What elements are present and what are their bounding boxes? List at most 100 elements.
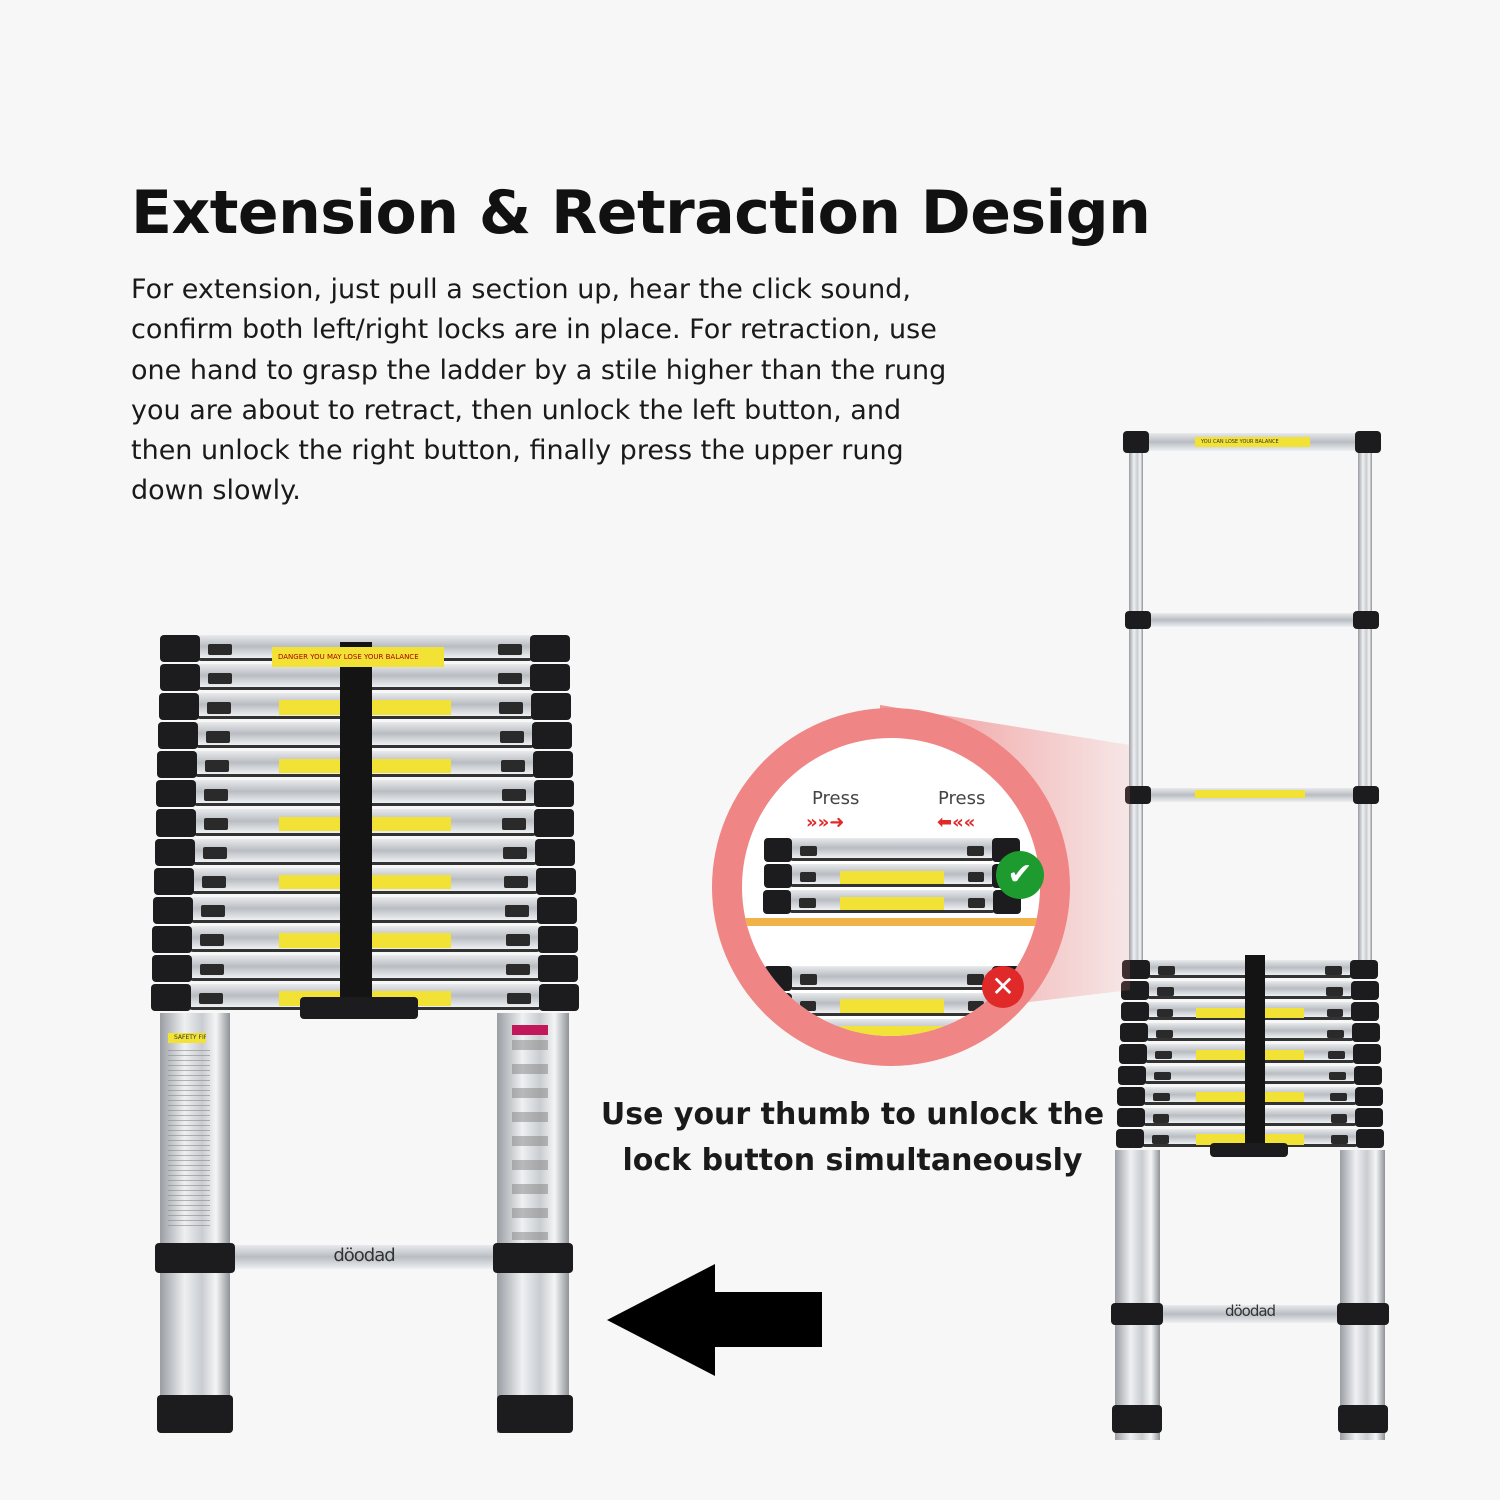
lock-button xyxy=(201,905,226,918)
lock-button xyxy=(1330,1114,1348,1123)
brand-logo: döodad xyxy=(1224,1302,1276,1320)
lock-button xyxy=(798,1027,816,1036)
lock-button xyxy=(968,897,986,909)
lock-button xyxy=(1153,1093,1171,1102)
rung-cap-right xyxy=(1350,981,1379,1001)
lock-button xyxy=(1151,1135,1169,1144)
lock-button xyxy=(506,963,531,976)
rung-cap-left xyxy=(155,809,196,837)
rung-cap-left xyxy=(764,838,793,862)
rung-cap-right xyxy=(1349,960,1378,980)
top-rung-label: YOU CAN LOSE YOUR BALANCE xyxy=(1195,437,1310,447)
strap xyxy=(340,642,372,1012)
bottom-rung xyxy=(1163,1305,1337,1323)
caption-text: Use your thumb to unlock the lock button… xyxy=(600,1097,1105,1178)
lock-button xyxy=(1327,1029,1345,1039)
lock-button xyxy=(502,818,527,830)
lock-button xyxy=(200,934,225,947)
right-stile xyxy=(1340,1150,1385,1440)
rung-cap-left xyxy=(763,864,792,888)
lock-button xyxy=(967,1000,985,1012)
foot-left xyxy=(1112,1405,1162,1433)
arrow-left-icon xyxy=(607,1264,822,1376)
rung-cap-left xyxy=(158,693,199,721)
foot-right xyxy=(497,1395,573,1433)
rung-cap-left xyxy=(153,896,194,924)
rung-label xyxy=(840,1026,944,1036)
lock-button xyxy=(497,643,522,656)
leg-band-left xyxy=(155,1243,235,1273)
rung-cap-right xyxy=(993,1019,1022,1036)
foot-left xyxy=(157,1395,233,1433)
lock-button xyxy=(205,760,230,772)
lock-button xyxy=(198,992,223,1005)
rung-label xyxy=(840,999,944,1013)
rung-cap-left xyxy=(156,780,197,808)
lock-button xyxy=(800,974,818,985)
lock-button xyxy=(1331,1135,1349,1144)
ladder-closeup-wrong xyxy=(762,966,1022,1036)
lock-button xyxy=(500,730,524,743)
rung-cap-right xyxy=(534,809,575,837)
rung-cap-right xyxy=(1354,1086,1383,1106)
rung-cap-right xyxy=(539,983,580,1011)
top-warning-label: DANGER YOU MAY LOSE YOUR BALANCE xyxy=(272,647,444,667)
strap-buckle xyxy=(300,997,418,1019)
rung-cap-left xyxy=(1118,1065,1147,1085)
usage-pictograms xyxy=(512,1040,548,1240)
lock-button xyxy=(507,992,532,1005)
rung-cap-left xyxy=(1117,1086,1146,1106)
left-stile xyxy=(1115,1150,1160,1440)
top-cap-left xyxy=(1123,431,1149,453)
page-title: Extension & Retraction Design xyxy=(131,178,1151,248)
lock-button xyxy=(1325,966,1342,975)
rung-cap-left xyxy=(763,992,792,1018)
lock-button xyxy=(202,876,226,888)
rung-cap-left xyxy=(762,890,791,914)
leg-band-right xyxy=(493,1243,573,1273)
press-label-left: Press xyxy=(812,788,860,809)
rung-cap-right xyxy=(1352,1023,1381,1043)
lock-button xyxy=(1158,966,1175,975)
rung-cap-left xyxy=(154,838,195,866)
rung-cap-right xyxy=(1351,1002,1380,1022)
description-text: For extension, just pull a section up, h… xyxy=(131,274,947,507)
rung-cap-left xyxy=(150,983,191,1011)
lock-button xyxy=(800,845,818,857)
lock-button xyxy=(799,871,817,883)
arrow-right-icon: »»➜ xyxy=(806,812,845,833)
rung-cap-right xyxy=(532,751,573,779)
lock-button xyxy=(199,963,224,976)
lock-button xyxy=(207,672,232,685)
lock-button xyxy=(1152,1114,1170,1123)
lock-button xyxy=(204,789,229,801)
press-label-right: Press xyxy=(938,788,986,809)
rung-cap-left xyxy=(1119,1023,1148,1043)
rung-cap-right xyxy=(535,838,576,866)
lock-button xyxy=(206,701,231,714)
lock-button xyxy=(966,974,984,985)
lock-button xyxy=(1325,987,1343,996)
rung-cap-left xyxy=(762,1019,791,1036)
safety-label: SAFETY FIRST xyxy=(168,1033,206,1043)
lock-button xyxy=(798,897,816,909)
collapsed-ladder: DANGER YOU MAY LOSE YOUR BALANCE SAFETY … xyxy=(150,635,580,1445)
rung-cap-left xyxy=(151,954,192,982)
rung-cap-left xyxy=(160,635,201,663)
inset-photo: Press Press »»➜ ⬅«« xyxy=(742,738,1040,1036)
rung-cap-right xyxy=(1353,1065,1382,1085)
lock-button xyxy=(505,934,530,947)
rung-cap xyxy=(1125,786,1151,804)
lock-button xyxy=(1155,1050,1172,1060)
lock-button xyxy=(1154,1071,1171,1081)
rung-cap xyxy=(1125,611,1151,629)
rung-cap-left xyxy=(1115,1128,1144,1148)
rung-cap-right xyxy=(533,780,574,808)
rung-cap-right xyxy=(532,722,572,750)
lock-button xyxy=(1157,987,1175,996)
lock-button xyxy=(1326,1008,1344,1017)
rung-cap-right xyxy=(538,954,579,982)
lock-button xyxy=(968,1027,986,1036)
lock-button xyxy=(504,905,529,918)
rung-cap-left xyxy=(154,867,194,895)
